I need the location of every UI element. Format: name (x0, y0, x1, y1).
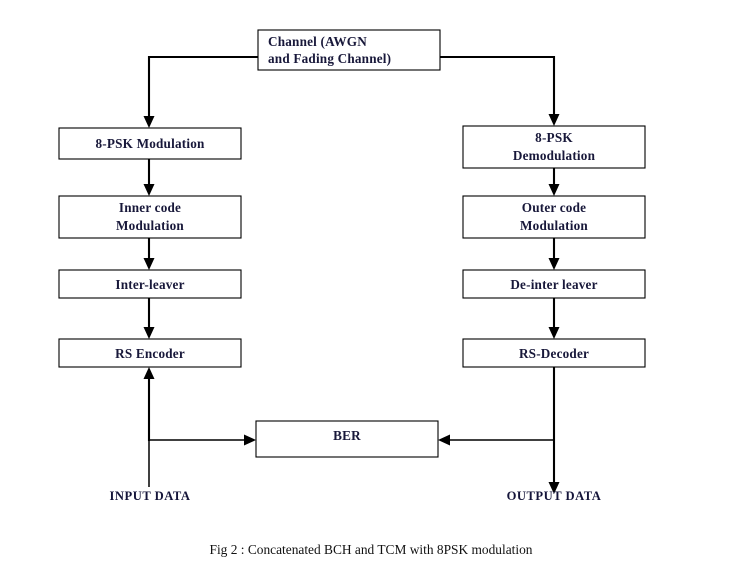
arrowhead-psk-modulation-to-inner-code (143, 184, 155, 196)
node-channel-label-line2: and Fading Channel) (268, 51, 391, 66)
node-rs-decoder-box (462, 338, 646, 368)
node-psk-demodulation[interactable]: 8-PSK Demodulation (462, 125, 646, 169)
node-inner-code-modulation[interactable]: Inner code Modulation (58, 195, 242, 239)
node-channel[interactable]: Channel (AWGN and Fading Channel) (257, 29, 441, 71)
node-rs-encoder[interactable]: RS Encoder (58, 338, 242, 368)
node-inter-leaver[interactable]: Inter-leaver (58, 269, 242, 299)
arrowhead-inner-code-to-inter-leaver (143, 258, 155, 270)
arrowhead-channel-to-psk-modulation (143, 116, 155, 128)
node-inter-leaver-label: Inter-leaver (115, 277, 184, 292)
node-de-inter-leaver[interactable]: De-inter leaver (462, 269, 646, 299)
node-rs-decoder-label: RS-Decoder (519, 346, 589, 361)
arrowhead-output-branch-to-ber (438, 434, 450, 446)
node-channel-label-line1: Channel (AWGN (268, 34, 367, 49)
node-psk-modulation-label: 8-PSK Modulation (95, 136, 205, 151)
node-ber-label: BER (333, 428, 361, 443)
node-rs-decoder[interactable]: RS-Decoder (462, 338, 646, 368)
arrowhead-input-data-to-rs-encoder (143, 367, 155, 379)
arrowhead-rs-decoder-to-output-data (548, 482, 560, 494)
node-inner-code-modulation-box (58, 195, 242, 239)
node-outer-code-modulation[interactable]: Outer code Modulation (462, 195, 646, 239)
node-psk-modulation[interactable]: 8-PSK Modulation (58, 127, 242, 160)
node-inter-leaver-box (58, 269, 242, 299)
node-inner-code-modulation-label-line1: Inner code (119, 200, 181, 215)
node-ber[interactable]: BER (255, 420, 439, 458)
node-psk-modulation-box (58, 127, 242, 160)
node-rs-encoder-label: RS Encoder (115, 346, 185, 361)
node-rs-encoder-box (58, 338, 242, 368)
connector-channel-to-psk-modulation (147, 55, 258, 120)
node-channel-box (257, 29, 441, 71)
arrowhead-inter-leaver-to-rs-encoder (143, 327, 155, 339)
node-outer-code-modulation-box (462, 195, 646, 239)
arrowhead-outer-code-to-de-inter-leaver (548, 258, 560, 270)
endpoint-label-output-data: OUTPUT DATA (507, 489, 602, 503)
node-ber-box (255, 420, 439, 458)
node-inner-code-modulation-label-line2: Modulation (116, 218, 184, 233)
node-psk-demodulation-label-line2: Demodulation (513, 148, 596, 163)
node-outer-code-modulation-label-line2: Modulation (520, 218, 588, 233)
node-outer-code-modulation-label-line1: Outer code (522, 200, 586, 215)
arrowhead-input-branch-to-ber (244, 434, 256, 446)
arrowhead-psk-demodulation-to-outer-code (548, 184, 560, 196)
endpoint-label-input-data: INPUT DATA (110, 489, 191, 503)
node-psk-demodulation-box (462, 125, 646, 169)
arrowhead-de-inter-leaver-to-rs-decoder (548, 327, 560, 339)
figure-caption: Fig 2 : Concatenated BCH and TCM with 8P… (210, 542, 533, 557)
node-de-inter-leaver-box (462, 269, 646, 299)
node-de-inter-leaver-label: De-inter leaver (510, 277, 597, 292)
arrowhead-channel-to-psk-demodulation (548, 114, 560, 126)
connector-channel-to-psk-demodulation (440, 55, 556, 118)
node-psk-demodulation-label-line1: 8-PSK (535, 130, 573, 145)
